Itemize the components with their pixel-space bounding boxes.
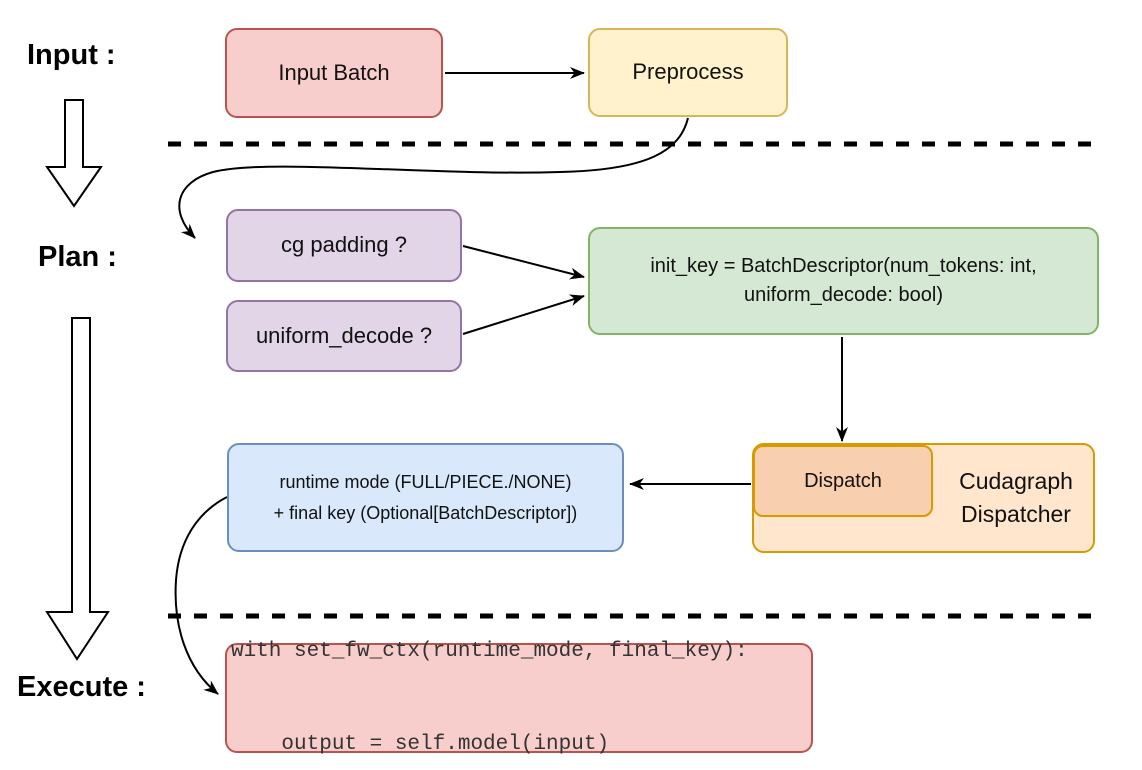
node-runtime-mode-line2: + final key (Optional[BatchDescriptor]) [273,502,578,523]
node-runtime-mode-line1: runtime mode (FULL/PIECE./NONE) [279,471,572,492]
node-init-key-line2: uniform_decode: bool) [743,284,943,306]
node-input-batch: Input Batch [225,28,443,118]
stage-label-execute: Execute : [17,671,146,703]
node-dispatch: Dispatch [753,445,933,517]
node-execute-code-block: with set_fw_ctx(runtime_mode, final_key)… [231,574,748,770]
edge-runtime-mode-to-execute-code [174,496,228,695]
node-preprocess-label: Preprocess [632,59,744,85]
node-uniform-decode: uniform_decode ? [226,300,462,372]
node-init-key-label: init_key = BatchDescriptor(num_tokens: i… [650,252,1036,310]
node-input-batch-label: Input Batch [278,59,390,85]
node-runtime-mode-label: runtime mode (FULL/PIECE./NONE) + final … [274,467,578,528]
node-preprocess: Preprocess [588,28,788,117]
node-uniform-decode-label: uniform_decode ? [255,322,433,348]
node-execute-code-line2: output = self.model(input) [231,733,610,756]
node-runtime-mode: runtime mode (FULL/PIECE./NONE) + final … [227,443,624,552]
node-execute-code-line1: with set_fw_ctx(runtime_mode, final_key)… [231,640,748,663]
edge-uniform-decode-to-init-key [462,294,585,335]
stage-label-plan: Plan : [38,241,117,273]
stage-arrow-plan-to-execute-icon [45,317,110,661]
edge-cg-padding-to-init-key [462,245,585,280]
stage-label-input: Input : [27,39,116,71]
node-cg-padding: cg padding ? [226,209,462,282]
node-dispatch-label: Dispatch [804,470,882,492]
node-cg-padding-label: cg padding ? [281,232,407,258]
edge-preprocess-to-cg-padding [178,117,689,239]
node-cudagraph-dispatcher-label: Cudagraph Dispatcher [959,467,1073,527]
node-execute-code: with set_fw_ctx(runtime_mode, final_key)… [225,640,813,756]
stage-arrow-input-to-plan-icon [45,99,103,208]
node-init-key-line1: init_key = BatchDescriptor(num_tokens: i… [650,255,1037,277]
node-init-key: init_key = BatchDescriptor(num_tokens: i… [588,227,1099,335]
